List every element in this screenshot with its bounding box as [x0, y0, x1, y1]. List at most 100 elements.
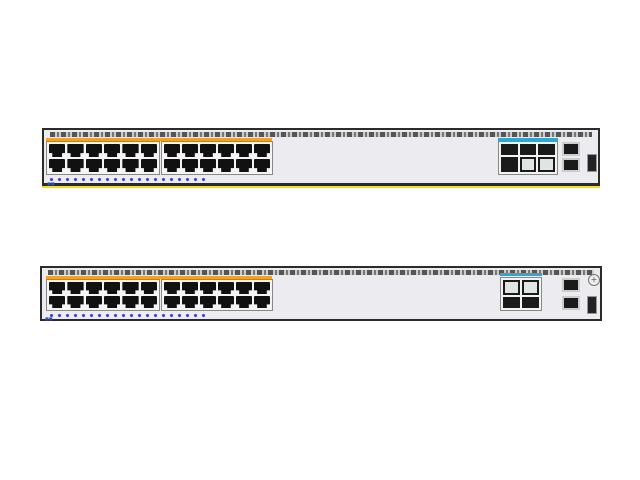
port-led [90, 178, 93, 181]
port-led [98, 178, 101, 181]
port-led [178, 178, 181, 181]
rj45-port-icon [164, 144, 180, 157]
rj45-port-icon [218, 159, 234, 172]
rj45-port-icon [218, 144, 234, 157]
rj45-port-icon [236, 296, 252, 308]
rj45-port-icon [200, 144, 216, 157]
port-led [106, 178, 109, 181]
rj45-port-icon [164, 282, 180, 294]
rj45-port-icon [200, 296, 216, 308]
port-led [50, 314, 53, 317]
rj45-port-icon [236, 144, 252, 157]
port-led [154, 314, 157, 317]
rj45-port-icon [236, 159, 252, 172]
sfp-port-icon [503, 280, 520, 295]
rj45-port-icon [182, 159, 198, 172]
rj45-port-icon [104, 144, 121, 157]
rj45-port-icon [122, 159, 139, 172]
port-led [162, 314, 165, 317]
poe-bar [46, 276, 272, 279]
rj45-port-icon [182, 296, 198, 308]
port-led [74, 314, 77, 317]
rj45-port-icon [85, 159, 102, 172]
rj45-port-icon [67, 282, 84, 294]
rj45-port-icon [49, 296, 66, 308]
port-led [162, 178, 165, 181]
sfp-port-icon [538, 157, 555, 172]
sfp-port-icon [519, 144, 537, 155]
port-led [82, 314, 85, 317]
rj45-port-icon [104, 282, 121, 294]
rj45-port-icon [254, 159, 270, 172]
port-group [161, 141, 273, 175]
port-leds [50, 314, 205, 317]
port-led [186, 178, 189, 181]
rj45-port-icon [254, 296, 270, 308]
rj45-port-icon [140, 296, 157, 308]
rj45-port-icon [67, 144, 84, 157]
port-led [66, 178, 69, 181]
port-led [146, 178, 149, 181]
rj45-port-icon [85, 144, 102, 157]
sfp-port-icon [522, 280, 539, 295]
port-led [98, 314, 101, 317]
sfp-bar [500, 273, 542, 276]
console-port-icon [562, 278, 580, 292]
brand-logo: ■■ [45, 316, 53, 321]
rj45-port-icon [254, 144, 270, 157]
port-led [178, 314, 181, 317]
rj45-port-icon [140, 159, 157, 172]
rj45-port-icon [182, 144, 198, 157]
port-led [130, 178, 133, 181]
rj45-port-icon [164, 159, 180, 172]
port-led [154, 178, 157, 181]
sfp-port-icon [501, 144, 518, 155]
rj45-port-icon [122, 144, 139, 157]
rj45-port-icon [200, 282, 216, 294]
switch-top: ■■ [42, 128, 600, 186]
rj45-port-icon [85, 296, 102, 308]
rj45-port-icon [140, 144, 157, 157]
sfp-port-icon [503, 297, 520, 308]
port-led [50, 178, 53, 181]
rj45-port-icon [182, 282, 198, 294]
port-led [106, 314, 109, 317]
rj45-port-icon [49, 159, 66, 172]
port-led [130, 314, 133, 317]
console-port-icon [562, 158, 580, 172]
port-group [161, 279, 273, 311]
rj45-port-icon [104, 296, 121, 308]
port-led [202, 314, 205, 317]
rj45-port-icon [218, 282, 234, 294]
port-led [122, 178, 125, 181]
ground-screw-icon: + [588, 274, 600, 286]
port-led [58, 314, 61, 317]
port-led [202, 178, 205, 181]
rj45-port-icon [218, 296, 234, 308]
port-led [82, 178, 85, 181]
sfp-group [500, 277, 542, 311]
port-led [138, 314, 141, 317]
port-led [170, 314, 173, 317]
console-port-icon [562, 296, 580, 310]
rj45-port-icon [67, 296, 84, 308]
port-led [194, 178, 197, 181]
port-led [90, 314, 93, 317]
console-port-icon [562, 142, 580, 156]
rj45-port-icon [67, 159, 84, 172]
port-led [146, 314, 149, 317]
port-led [186, 314, 189, 317]
rj45-port-icon [236, 282, 252, 294]
port-led [170, 178, 173, 181]
poe-bar [46, 138, 272, 141]
port-led [66, 314, 69, 317]
rj45-port-icon [104, 159, 121, 172]
port-led [114, 178, 117, 181]
sfp-group [498, 141, 558, 175]
rj45-port-icon [122, 296, 139, 308]
port-led [138, 178, 141, 181]
rj45-port-icon [164, 296, 180, 308]
sfp-port-icon [501, 157, 518, 172]
sfp-bar [498, 138, 558, 141]
sfp-port-icon [522, 297, 539, 308]
